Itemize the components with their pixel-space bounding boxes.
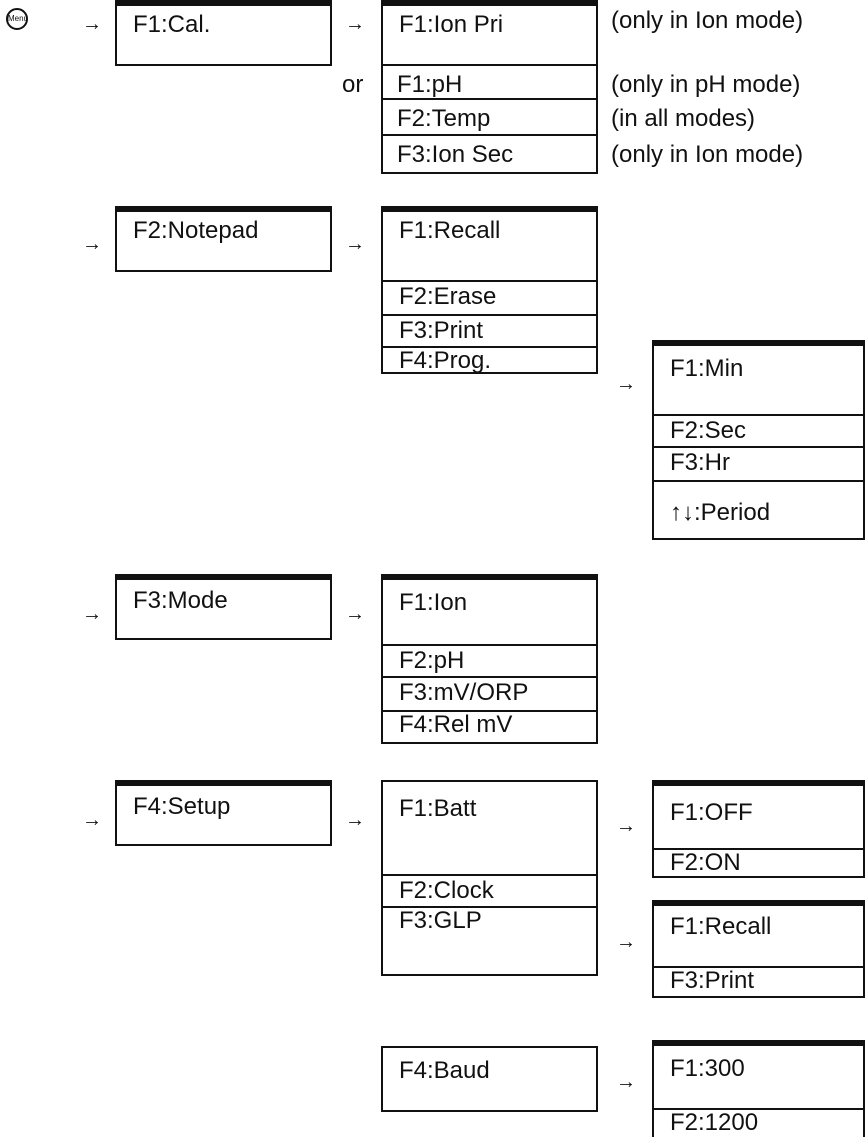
submenu-item-ph[interactable]: F1:pH bbox=[397, 71, 463, 98]
submenu-item-recall: F1:Recall bbox=[399, 217, 501, 244]
divider bbox=[654, 480, 863, 482]
menu-box-notepad[interactable]: F2:Notepad bbox=[115, 206, 332, 272]
divider bbox=[383, 906, 596, 908]
submenu-item-1200: F2:1200 bbox=[670, 1109, 759, 1136]
submenu-item-recall: F1:Recall bbox=[670, 913, 772, 940]
divider bbox=[383, 280, 596, 282]
arrow-icon: → bbox=[82, 233, 102, 255]
arrow-icon: → bbox=[345, 13, 365, 35]
submenu-item-temp[interactable]: F2:Temp bbox=[397, 105, 491, 132]
divider bbox=[383, 346, 596, 348]
arrow-icon: → bbox=[82, 603, 102, 625]
divider bbox=[383, 874, 596, 876]
divider bbox=[381, 134, 598, 136]
mode-note: (in all modes) bbox=[611, 105, 756, 132]
mode-note: (only in Ion mode) bbox=[611, 7, 804, 34]
submenu-item-ion-sec[interactable]: F3:Ion Sec bbox=[397, 141, 514, 168]
arrow-icon: → bbox=[82, 13, 102, 35]
mode-note: (only in Ion mode) bbox=[611, 141, 804, 168]
submenu-box-ion-pri[interactable]: F1:Ion Pri bbox=[381, 0, 598, 66]
divider bbox=[654, 848, 863, 850]
submenu-item-ion-pri: F1:Ion Pri bbox=[399, 11, 504, 38]
arrow-icon: → bbox=[616, 1071, 636, 1093]
submenu-item-ion: F1:Ion bbox=[399, 589, 468, 616]
submenu-item-erase: F2:Erase bbox=[399, 283, 497, 310]
submenu-box-setup[interactable]: F1:Batt F2:Clock F3:GLP bbox=[381, 780, 598, 976]
divider bbox=[383, 644, 596, 646]
submenu-item-period: ↑↓:Period bbox=[670, 499, 771, 526]
arrow-icon: → bbox=[616, 815, 636, 837]
submenu-item-ph: F2:pH bbox=[399, 647, 465, 674]
menu-item-cal: F1:Cal. bbox=[133, 11, 211, 38]
menu-box-mode[interactable]: F3:Mode bbox=[115, 574, 332, 640]
submenu-item-hr: F3:Hr bbox=[670, 449, 730, 476]
submenu-box-baud[interactable]: F4:Baud bbox=[381, 1046, 598, 1112]
submenu-box-mode[interactable]: F1:Ion F2:pH F3:mV/ORP F4:Rel mV bbox=[381, 574, 598, 744]
submenu-item-on: F2:ON bbox=[670, 849, 741, 876]
submenu-box-glp[interactable]: F1:Recall F3:Print bbox=[652, 900, 865, 998]
divider bbox=[654, 414, 863, 416]
divider bbox=[383, 710, 596, 712]
arrow-icon: → bbox=[345, 809, 365, 831]
submenu-item-rel-mv: F4:Rel mV bbox=[399, 711, 513, 738]
submenu-item-off: F1:OFF bbox=[670, 799, 753, 826]
arrow-icon: → bbox=[82, 809, 102, 831]
submenu-item-baud: F4:Baud bbox=[399, 1057, 490, 1084]
divider bbox=[654, 1108, 863, 1110]
arrow-icon: → bbox=[616, 931, 636, 953]
submenu-item-clock: F2:Clock bbox=[399, 877, 494, 904]
arrow-icon: → bbox=[345, 233, 365, 255]
mode-note: (only in pH mode) bbox=[611, 71, 801, 98]
submenu-item-300: F1:300 bbox=[670, 1055, 745, 1082]
divider bbox=[381, 98, 598, 100]
submenu-box-batt[interactable]: F1:OFF F2:ON bbox=[652, 780, 865, 878]
divider bbox=[383, 314, 596, 316]
submenu-box-baud-rates[interactable]: F1:300 F2:1200 bbox=[652, 1040, 865, 1137]
submenu-item-glp: F3:GLP bbox=[399, 907, 482, 934]
divider bbox=[383, 676, 596, 678]
submenu-item-sec: F2:Sec bbox=[670, 417, 747, 444]
menu-box-setup[interactable]: F4:Setup bbox=[115, 780, 332, 846]
submenu-item-min: F1:Min bbox=[670, 355, 744, 382]
submenu-box-cal-group bbox=[381, 66, 598, 174]
menu-box-cal[interactable]: F1:Cal. bbox=[115, 0, 332, 66]
submenu-item-mv-orp: F3:mV/ORP bbox=[399, 679, 529, 706]
submenu-box-notepad[interactable]: F1:Recall F2:Erase F3:Print F4:Prog. bbox=[381, 206, 598, 374]
menu-key-icon: Menu bbox=[6, 8, 28, 30]
or-label: or bbox=[342, 71, 364, 98]
divider bbox=[654, 966, 863, 968]
divider bbox=[654, 446, 863, 448]
submenu-item-prog: F4:Prog. bbox=[399, 347, 492, 374]
arrow-icon: → bbox=[345, 603, 365, 625]
menu-item-notepad: F2:Notepad bbox=[133, 217, 259, 244]
submenu-box-prog[interactable]: F1:Min F2:Sec F3:Hr ↑↓:Period bbox=[652, 340, 865, 540]
submenu-item-print: F3:Print bbox=[670, 967, 755, 994]
menu-item-mode: F3:Mode bbox=[133, 587, 228, 614]
submenu-item-print: F3:Print bbox=[399, 317, 484, 344]
menu-item-setup: F4:Setup bbox=[133, 793, 231, 820]
arrow-icon: → bbox=[616, 373, 636, 395]
submenu-item-batt: F1:Batt bbox=[399, 795, 477, 822]
